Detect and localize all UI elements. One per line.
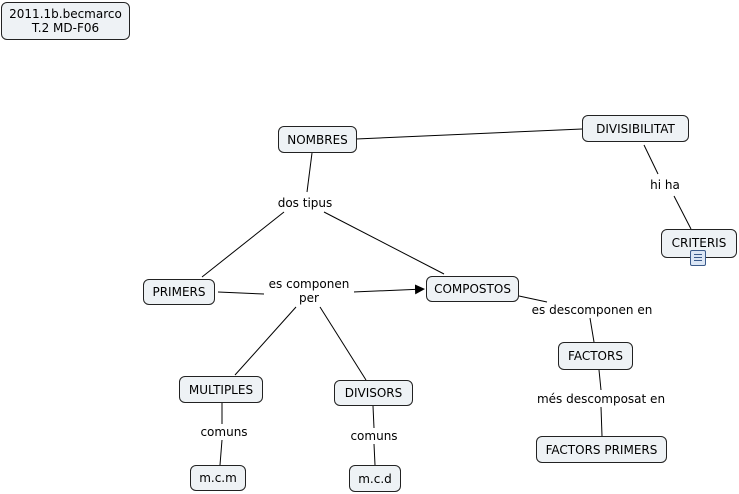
concept-factors-primers[interactable]: FACTORS PRIMERS	[536, 436, 667, 463]
concept-criteris[interactable]: CRITERIS	[661, 229, 737, 258]
concept-divisors[interactable]: DIVISORS	[334, 380, 413, 406]
line-mesdescomposat-factorsprimers	[600, 406, 603, 437]
link-es-componen-line1: es componen	[268, 277, 350, 291]
line-divisibilitat-hihalabel	[643, 144, 659, 175]
line-dostipus-primers	[201, 211, 285, 278]
line-compostos-esdescomponen	[518, 295, 548, 303]
concept-compostos[interactable]: COMPOSTOS	[426, 276, 519, 302]
line-primers-escomponen	[217, 291, 265, 295]
concept-factors[interactable]: FACTORS	[558, 342, 633, 370]
line-comuns-mcd	[373, 443, 376, 466]
link-es-componen-per: es componen per	[264, 277, 354, 305]
line-hihalabel-criteris	[673, 195, 692, 230]
concept-mcd[interactable]: m.c.d	[349, 465, 401, 492]
map-title-box: 2011.1b.becmarco T.2 MD-F06	[1, 2, 130, 40]
line-esdescomponen-factors	[589, 317, 595, 343]
link-es-descomponen-en: es descomponen en	[527, 303, 657, 317]
line-divisors-comuns	[372, 405, 375, 429]
link-es-componen-line2: per	[299, 291, 319, 305]
line-escomponen-compostos	[352, 284, 425, 295]
concept-primers[interactable]: PRIMERS	[143, 279, 215, 305]
link-comuns-multiples: comuns	[196, 425, 252, 439]
concept-divisibilitat[interactable]: DIVISIBILITAT	[582, 115, 689, 142]
line-factors-mesdescomposat	[598, 369, 602, 391]
line-escomponen-divisors	[319, 306, 367, 381]
concept-multiples[interactable]: MULTIPLES	[179, 376, 263, 403]
concept-mcm[interactable]: m.c.m	[190, 465, 246, 491]
link-hi-ha: hi ha	[646, 178, 684, 192]
link-dos-tipus: dos tipus	[274, 196, 336, 210]
line-escomponen-multiples	[234, 306, 297, 376]
concept-nombres[interactable]: NOMBRES	[278, 126, 357, 153]
link-comuns-divisors: comuns	[346, 429, 402, 443]
map-title-line2: T.2 MD-F06	[31, 21, 100, 35]
link-mes-descomposat-en: més descomposat en	[532, 392, 670, 406]
line-dostipus-compostos	[323, 211, 445, 275]
line-nombres-dostipus	[306, 152, 313, 193]
line-comuns-mcm	[219, 439, 223, 466]
document-icon[interactable]	[690, 250, 706, 266]
map-title-line1: 2011.1b.becmarco	[9, 7, 122, 21]
line-nombres-divisibilitat	[355, 128, 583, 140]
